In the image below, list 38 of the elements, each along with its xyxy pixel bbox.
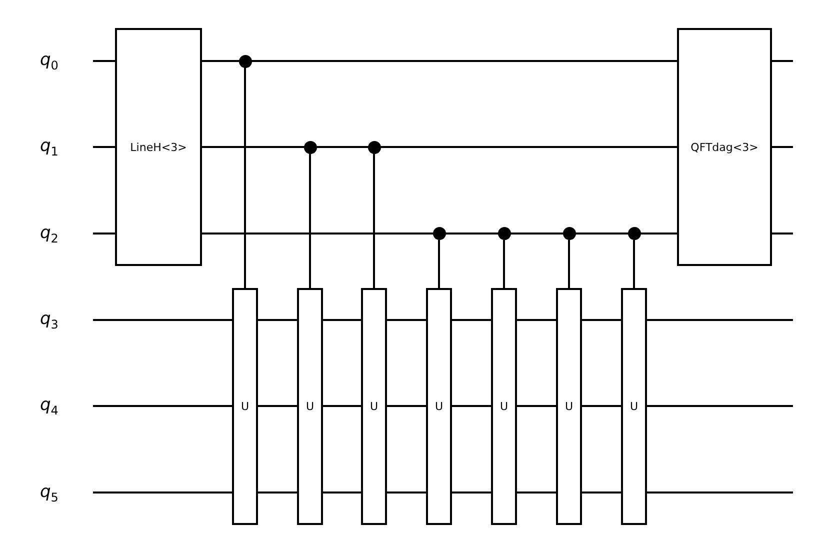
gate-box [491, 288, 517, 525]
qubit-label: q$_{0}$ [40, 50, 58, 74]
gate-box [361, 288, 387, 525]
qubit-label: q$_{1}$ [40, 136, 58, 160]
gate-label: U [434, 400, 444, 413]
control-dot [304, 140, 316, 154]
gate-label: U [240, 400, 250, 413]
control-line [503, 240, 505, 288]
control-line [244, 68, 246, 288]
gate-box [115, 28, 202, 266]
gate-box [426, 288, 452, 525]
gate-label: U [564, 400, 574, 413]
qubit-label: q$_{5}$ [40, 482, 58, 506]
gate-box [232, 288, 258, 525]
control-dot [498, 227, 510, 240]
gate-label: U [370, 400, 378, 413]
control-line [438, 240, 440, 288]
gate-box [297, 288, 323, 525]
control-dot [368, 140, 380, 154]
gate-box [556, 288, 582, 525]
gate-label: U [306, 400, 314, 413]
gate-label: QFTdag<3> [690, 140, 758, 154]
control-line [309, 154, 311, 288]
gate-box [677, 28, 772, 266]
control-line [568, 240, 570, 288]
qubit-label: q$_{4}$ [40, 395, 58, 420]
gate-label: LineH<3> [130, 140, 187, 154]
gate-box [621, 288, 647, 525]
control-dot [238, 54, 252, 68]
control-line [633, 240, 635, 288]
control-dot [628, 227, 640, 240]
gate-label: U [630, 400, 638, 413]
qubit-label: q$_{3}$ [40, 309, 58, 334]
control-dot [432, 227, 446, 240]
qubit-label: q$_{2}$ [40, 222, 58, 247]
control-dot [562, 227, 576, 240]
control-line [373, 154, 375, 288]
gate-label: U [500, 400, 508, 413]
